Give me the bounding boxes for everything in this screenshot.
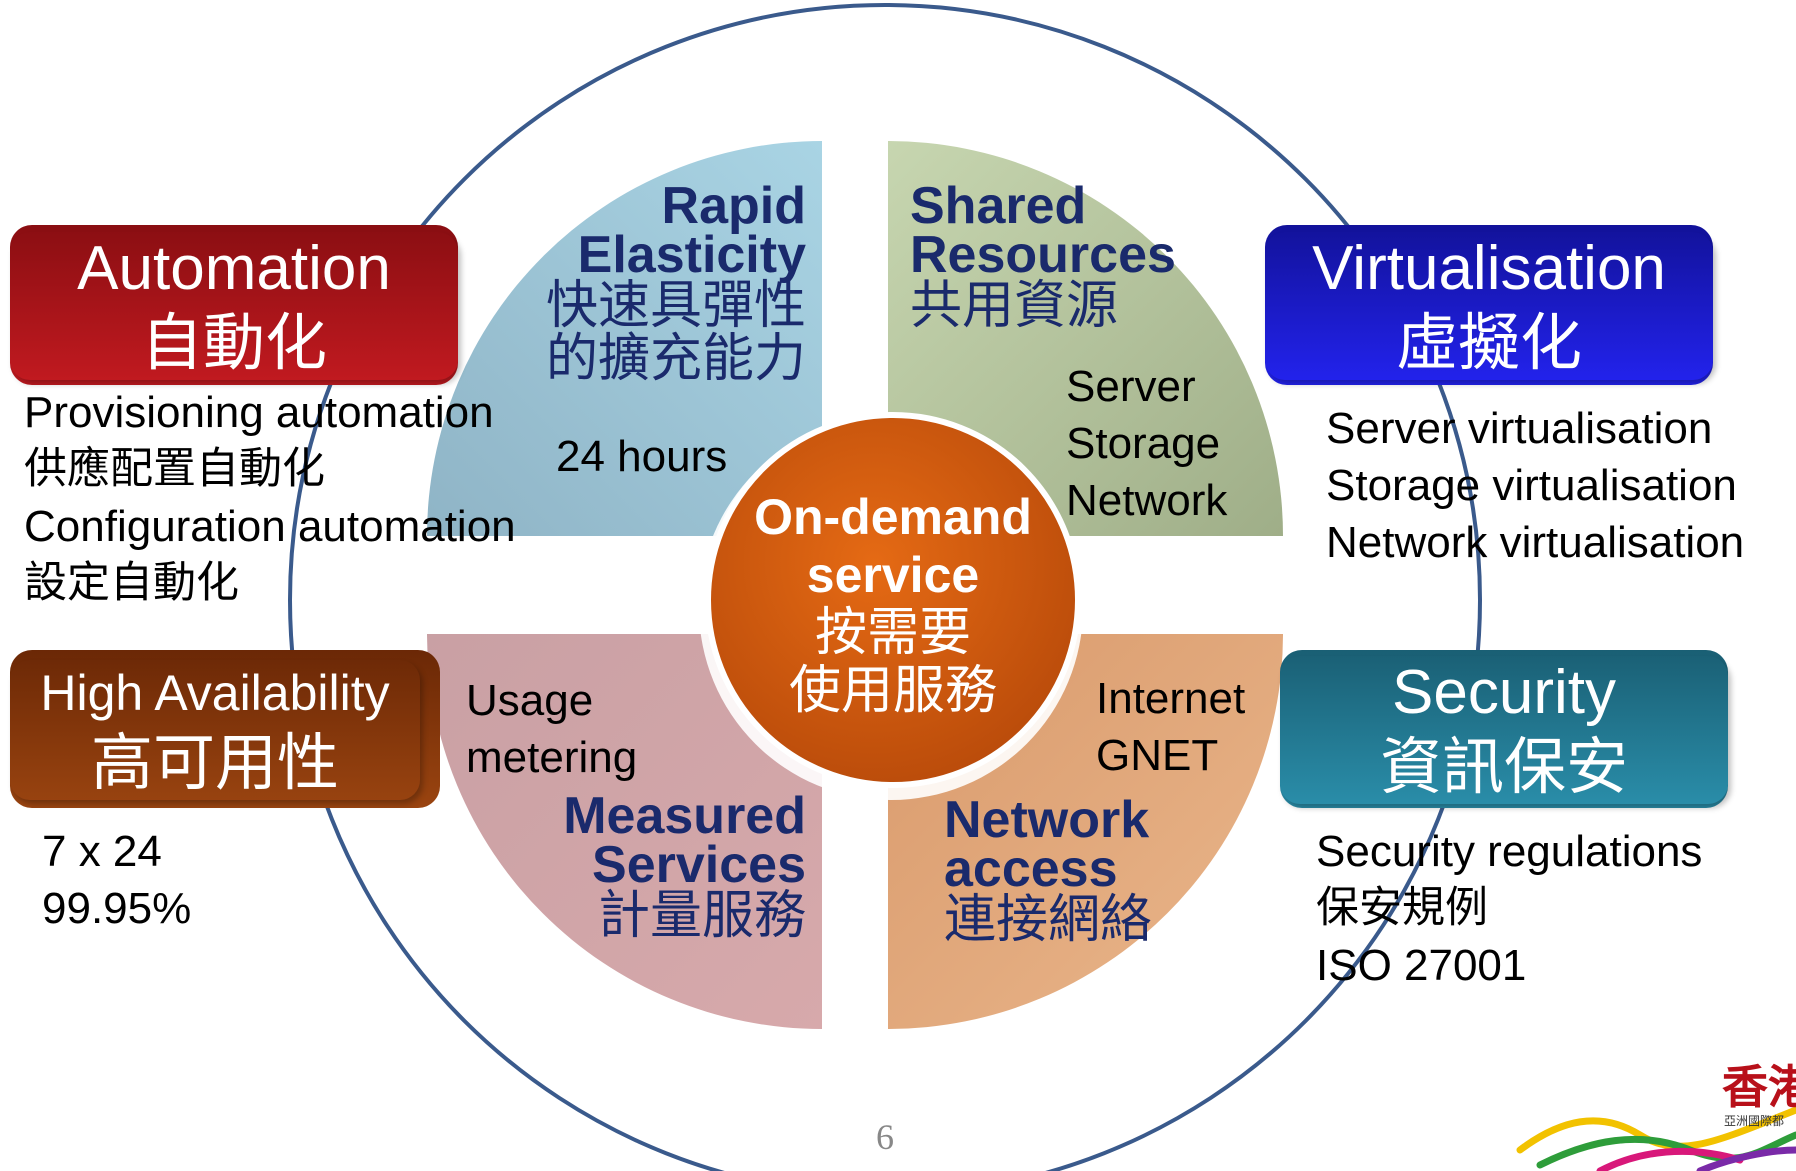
center-title-zh: 使用服務: [788, 661, 997, 721]
detail-line: Configuration automation: [24, 502, 516, 551]
center-label: On-demand service 按需要 使用服務: [700, 488, 1086, 720]
quadrant-title-zh: 計量服務: [597, 886, 806, 946]
logo-subtext: 亞洲國際都: [1724, 1114, 1785, 1128]
security-details: Security regulations 保安規例 ISO 27001: [1316, 823, 1702, 994]
detail-line: ISO 27001: [1316, 941, 1527, 990]
logo-swirl: [1516, 1106, 1796, 1171]
quadrant-title-zh: 的擴充能力: [545, 329, 806, 389]
center-title-line: service: [806, 547, 980, 603]
virtualisation-details: Server virtualisation Storage virtualisa…: [1326, 400, 1744, 571]
virtualisation-pillar: Virtualisation 虛擬化: [1265, 232, 1713, 380]
automation-title: Automation: [77, 234, 391, 303]
quadrant-rapid-elasticity: [427, 141, 822, 536]
measured-services-notes: Usage metering: [466, 672, 637, 786]
high-availability-box: [10, 650, 440, 808]
rapid-elasticity-note: 24 hours: [556, 432, 728, 481]
detail-line: 99.95%: [42, 884, 192, 933]
automation-box: [10, 225, 458, 385]
high-availability-title: High Availability: [40, 665, 390, 721]
detail-line: Network virtualisation: [1326, 518, 1745, 567]
rapid-elasticity-title: Rapid Elasticity 快速具彈性 的擴充能力: [545, 177, 806, 389]
center-title-zh: 按需要: [814, 603, 971, 663]
detail-line: Provisioning automation: [24, 388, 494, 437]
quadrant-title-line: Network: [944, 791, 1150, 849]
note-line: metering: [466, 733, 638, 782]
note-line: Internet: [1096, 674, 1246, 723]
high-availability-details: 7 x 24 99.95%: [42, 823, 191, 937]
quadrant-title-zh: 共用資源: [910, 276, 1119, 336]
measured-services-title: Measured Services 計量服務: [563, 787, 806, 946]
quadrant-title-line: access: [944, 840, 1118, 898]
detail-line: 7 x 24: [42, 827, 162, 876]
detail-line: 供應配置自動化: [24, 444, 325, 494]
detail-line: 設定自動化: [24, 558, 239, 608]
quadrant-title-line: Measured: [563, 787, 806, 845]
quadrant-measured-services: [427, 634, 822, 1029]
quadrant-title-line: Rapid: [661, 177, 806, 235]
detail-line: 保安規例: [1316, 883, 1488, 933]
detail-line: Security regulations: [1316, 827, 1703, 876]
quadrant-title-zh: 快速具彈性: [545, 276, 806, 336]
note-line: Storage: [1066, 419, 1221, 468]
virtualisation-box: [1265, 225, 1713, 385]
network-access-notes: Internet GNET: [1096, 670, 1245, 784]
shared-resources-notes: Server Storage Network: [1066, 358, 1227, 529]
automation-pillar: Automation 自動化: [10, 232, 458, 380]
detail-line: Storage virtualisation: [1326, 461, 1737, 510]
outer-ring: [288, 3, 1482, 1171]
virtualisation-title: Virtualisation: [1312, 234, 1666, 303]
note-line: Usage: [466, 676, 594, 725]
note-line: GNET: [1096, 731, 1219, 780]
quadrant-title-line: Elasticity: [577, 226, 806, 284]
high-availability-pillar: High Availability 高可用性: [10, 660, 420, 800]
quadrant-title-line: Services: [592, 836, 806, 894]
network-access-title: Network access 連接網絡: [944, 791, 1153, 950]
security-box: [1280, 650, 1728, 808]
note-line: Server: [1066, 362, 1196, 411]
high-availability-title-zh: 高可用性: [90, 726, 339, 799]
quadrant-title-line: Shared: [910, 177, 1087, 235]
automation-title-zh: 自動化: [140, 306, 327, 379]
security-title-zh: 資訊保安: [1379, 730, 1628, 803]
page-number: 6: [876, 1117, 894, 1157]
quadrant-title-line: Resources: [910, 226, 1176, 284]
virtualisation-title-zh: 虛擬化: [1395, 306, 1582, 379]
quadrant-title-zh: 連接網絡: [944, 890, 1153, 950]
security-pillar: Security 資訊保安: [1280, 656, 1728, 804]
shared-resources-title: Shared Resources 共用資源: [910, 177, 1176, 336]
center-circle: [705, 412, 1081, 788]
detail-line: Server virtualisation: [1326, 404, 1713, 453]
automation-details: Provisioning automation 供應配置自動化 Configur…: [24, 384, 516, 612]
security-title: Security: [1392, 658, 1616, 727]
note-line: Network: [1066, 476, 1228, 525]
center-title-line: On-demand: [754, 489, 1032, 545]
logo-text: 香港: [1722, 1060, 1796, 1114]
